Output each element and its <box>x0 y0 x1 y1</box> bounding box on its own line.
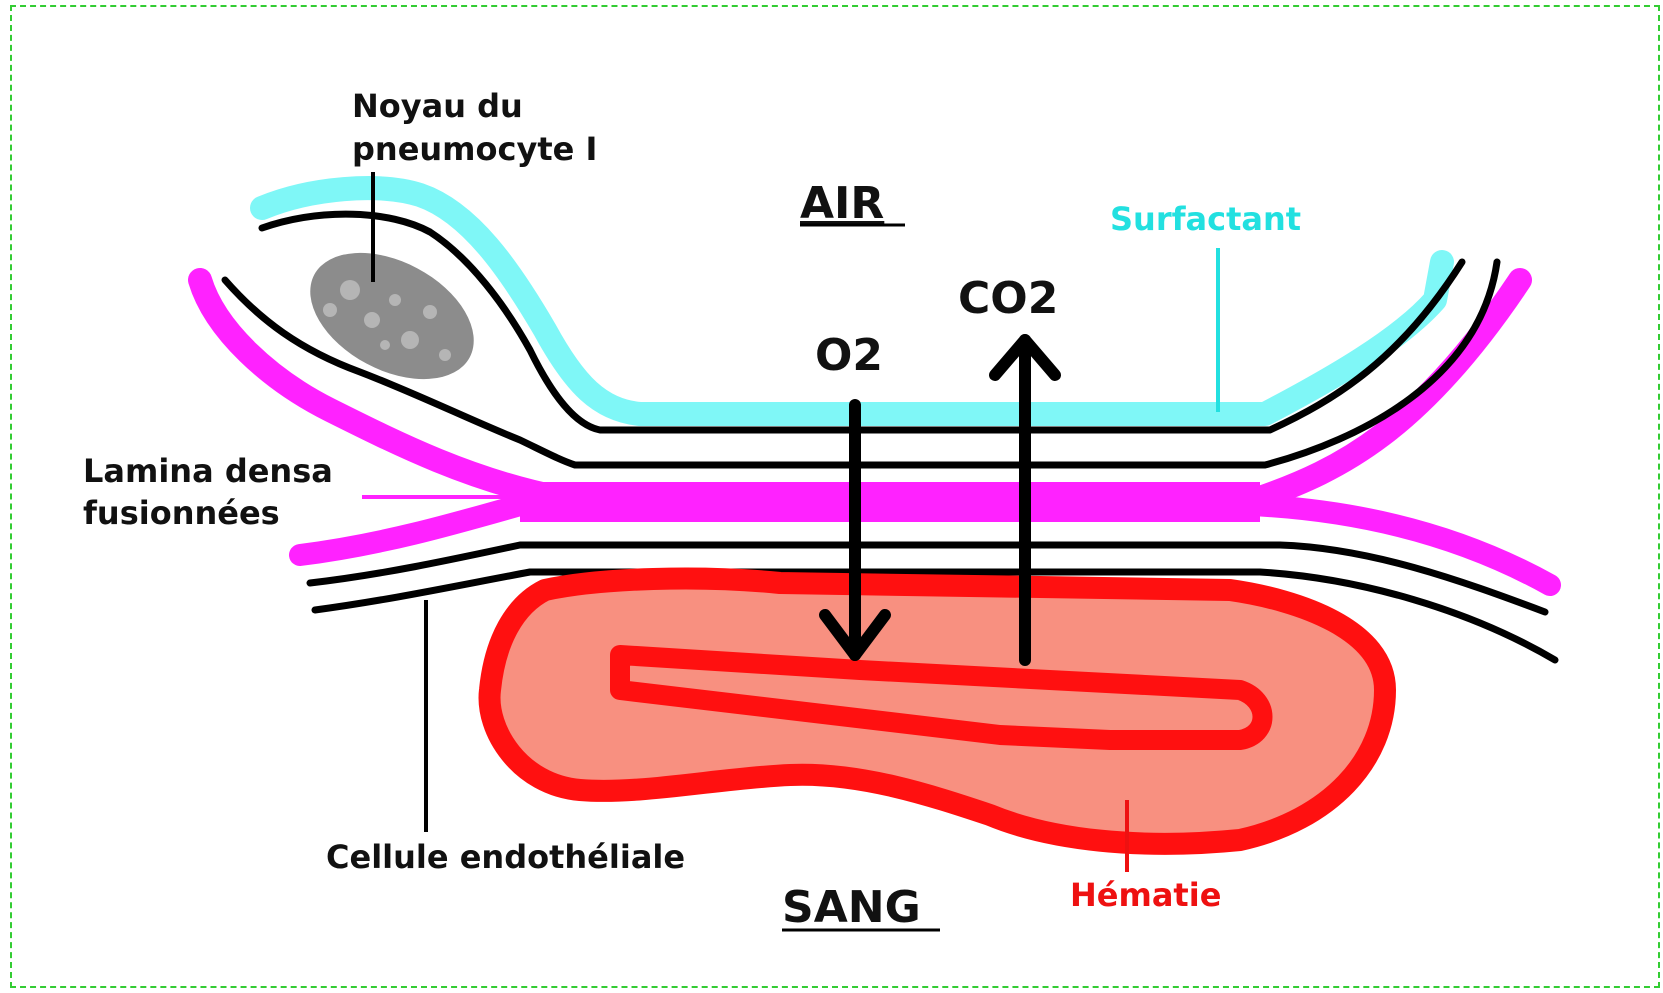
lamina-densa-fused <box>520 482 1260 522</box>
air-label: AIR <box>800 178 884 229</box>
lamina-label-line2: fusionnées <box>83 494 280 532</box>
o2-label: O2 <box>815 330 883 381</box>
noyau-label-line1: Noyau du <box>352 87 523 125</box>
sang-label: SANG <box>782 882 921 933</box>
noyau-label-line2: pneumocyte I <box>352 130 597 168</box>
pneumocyte-nucleus <box>289 227 495 405</box>
surfactant-label: Surfactant <box>1110 200 1301 238</box>
hematie-label: Hématie <box>1070 876 1221 914</box>
co2-label: CO2 <box>958 273 1058 324</box>
lamina-label-line1: Lamina densa <box>83 452 333 490</box>
cellule-label: Cellule endothéliale <box>326 838 685 876</box>
o2-arrow <box>825 405 885 655</box>
